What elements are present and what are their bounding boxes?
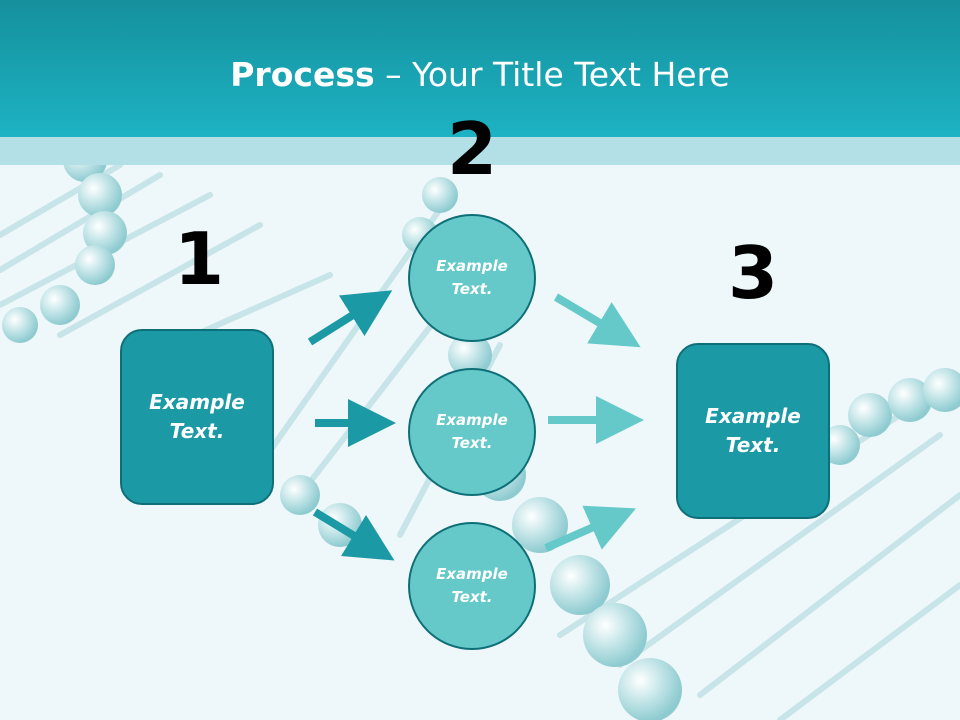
title-rest: – Your Title Text Here [374,55,730,94]
step-number-2: 2 [446,107,498,191]
process-circle-top: Example Text. [408,214,536,342]
arrow-circle-top-to-box [553,293,641,348]
page-title: Process – Your Title Text Here [0,52,960,98]
process-box-left: Example Text. [120,329,274,505]
step-number-1: 1 [173,217,225,301]
arrow-box-to-circle-bottom [312,508,395,561]
process-circle-middle: Example Text. [408,368,536,496]
process-circle-bottom: Example Text. [408,522,536,650]
title-bold: Process [230,55,375,94]
step-number-3: 3 [727,231,779,315]
arrow-circle-bottom-to-box [544,505,636,552]
arrow-box-to-circle-top [307,290,393,346]
process-box-right: Example Text. [676,343,830,519]
title-bar [0,0,960,137]
title-band [0,137,960,165]
